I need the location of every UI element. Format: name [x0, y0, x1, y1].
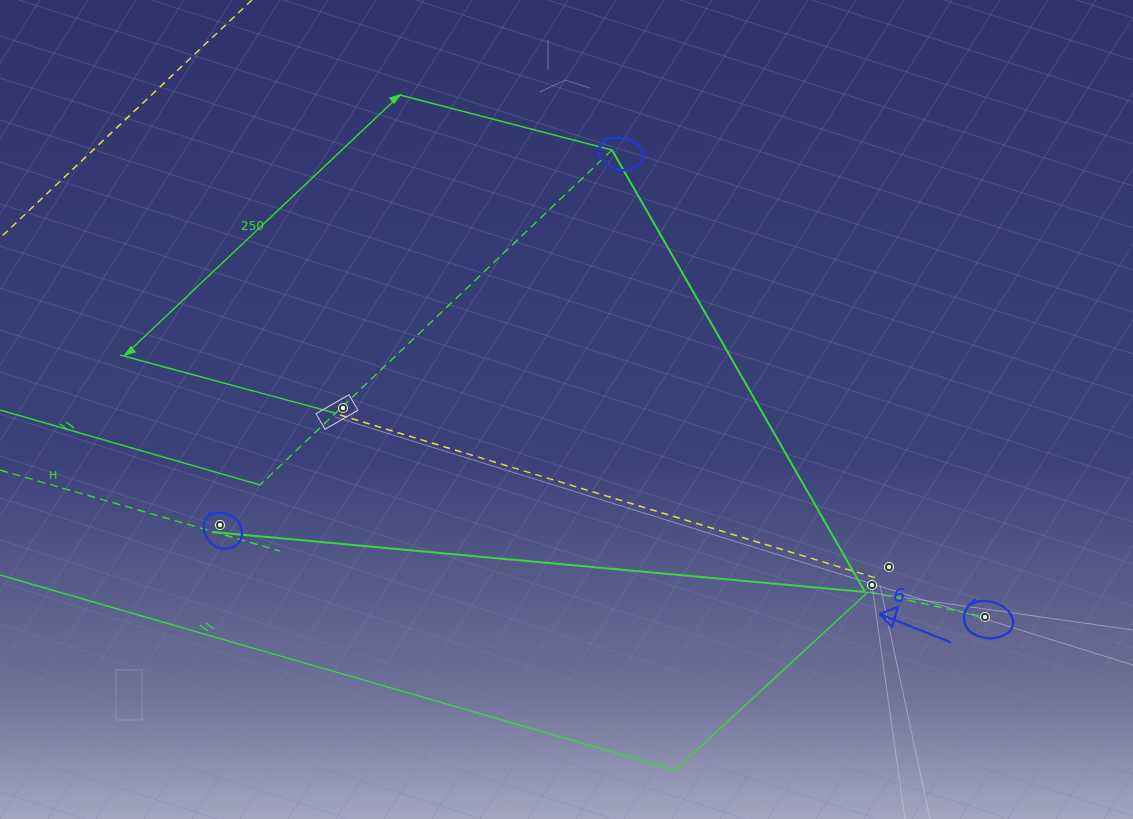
grid-line [0, 0, 1133, 228]
construction-line [340, 415, 876, 578]
profile-line [0, 410, 260, 485]
profile-line [675, 592, 868, 770]
yellow-dashed [0, 0, 876, 578]
grid-line [1056, 0, 1133, 819]
grid-line [1008, 0, 1133, 819]
grid-line [0, 0, 1133, 312]
grid-line [144, 0, 664, 819]
handwritten-number: 6 [893, 586, 905, 605]
grid-line [960, 0, 1133, 819]
markup-arrow [882, 615, 950, 642]
grid-line [0, 540, 1133, 819]
grid-line [336, 0, 856, 819]
markup-circle [204, 512, 242, 549]
grid-line [192, 0, 712, 819]
grid-line [0, 0, 520, 819]
grid-line [0, 0, 1133, 354]
axis-ghost [116, 670, 142, 720]
construction-line [260, 150, 612, 485]
grid-line [0, 0, 184, 819]
construction-line [880, 585, 930, 819]
grid-line [528, 0, 1048, 819]
construction-line [335, 417, 1133, 665]
dimension-arrows [125, 95, 400, 355]
grid-line [0, 0, 88, 819]
grid-line [480, 0, 1000, 819]
constraint-symbol: H [49, 470, 57, 481]
profile-line [400, 95, 612, 150]
grid-line [0, 624, 1133, 819]
profile-line [0, 575, 675, 770]
grid-line [0, 0, 472, 819]
grid-line [864, 0, 1133, 819]
grid-line [0, 582, 1133, 819]
grid-line [0, 750, 1133, 819]
construction-line [870, 592, 985, 617]
grid-line [624, 0, 1133, 819]
grid-line [48, 0, 568, 819]
parallel-mark [200, 623, 214, 631]
grid-line [0, 498, 1133, 819]
dimension-line [125, 95, 400, 355]
grid-line [576, 0, 1096, 819]
markup-arrow-head [880, 607, 898, 627]
grid-line [0, 0, 1133, 102]
grid-line [0, 0, 376, 819]
grid-line [720, 0, 1133, 819]
grid-line [0, 0, 1133, 60]
grid-line [912, 0, 1133, 819]
grid-line [0, 0, 1133, 186]
triangle-edge [612, 150, 865, 592]
hidden [0, 405, 335, 413]
grid-line [384, 0, 904, 819]
grid-line [0, 708, 1133, 819]
grid-line [96, 0, 616, 819]
construction-line [872, 585, 905, 819]
construction-lines [116, 40, 1133, 819]
markup-circle [964, 600, 1013, 638]
grid-line [288, 0, 808, 819]
green-geometry [0, 95, 985, 770]
dimension-value: 250 [241, 220, 264, 232]
parallel-mark [60, 422, 74, 430]
grid-line [768, 0, 1133, 819]
grid-line [1104, 0, 1133, 819]
point-symbols [216, 404, 990, 622]
profile-line [120, 355, 335, 413]
construction-line [0, 470, 280, 551]
grid-line [240, 0, 760, 819]
grid-line [0, 666, 1133, 819]
axis-triad [540, 40, 590, 92]
markup-circle [598, 138, 643, 170]
grid-line [672, 0, 1133, 819]
axis-line [0, 0, 252, 238]
triangle-edge [212, 532, 865, 592]
grid-line [0, 0, 280, 819]
handwritten-markup [204, 138, 1013, 642]
point-box [316, 395, 358, 430]
